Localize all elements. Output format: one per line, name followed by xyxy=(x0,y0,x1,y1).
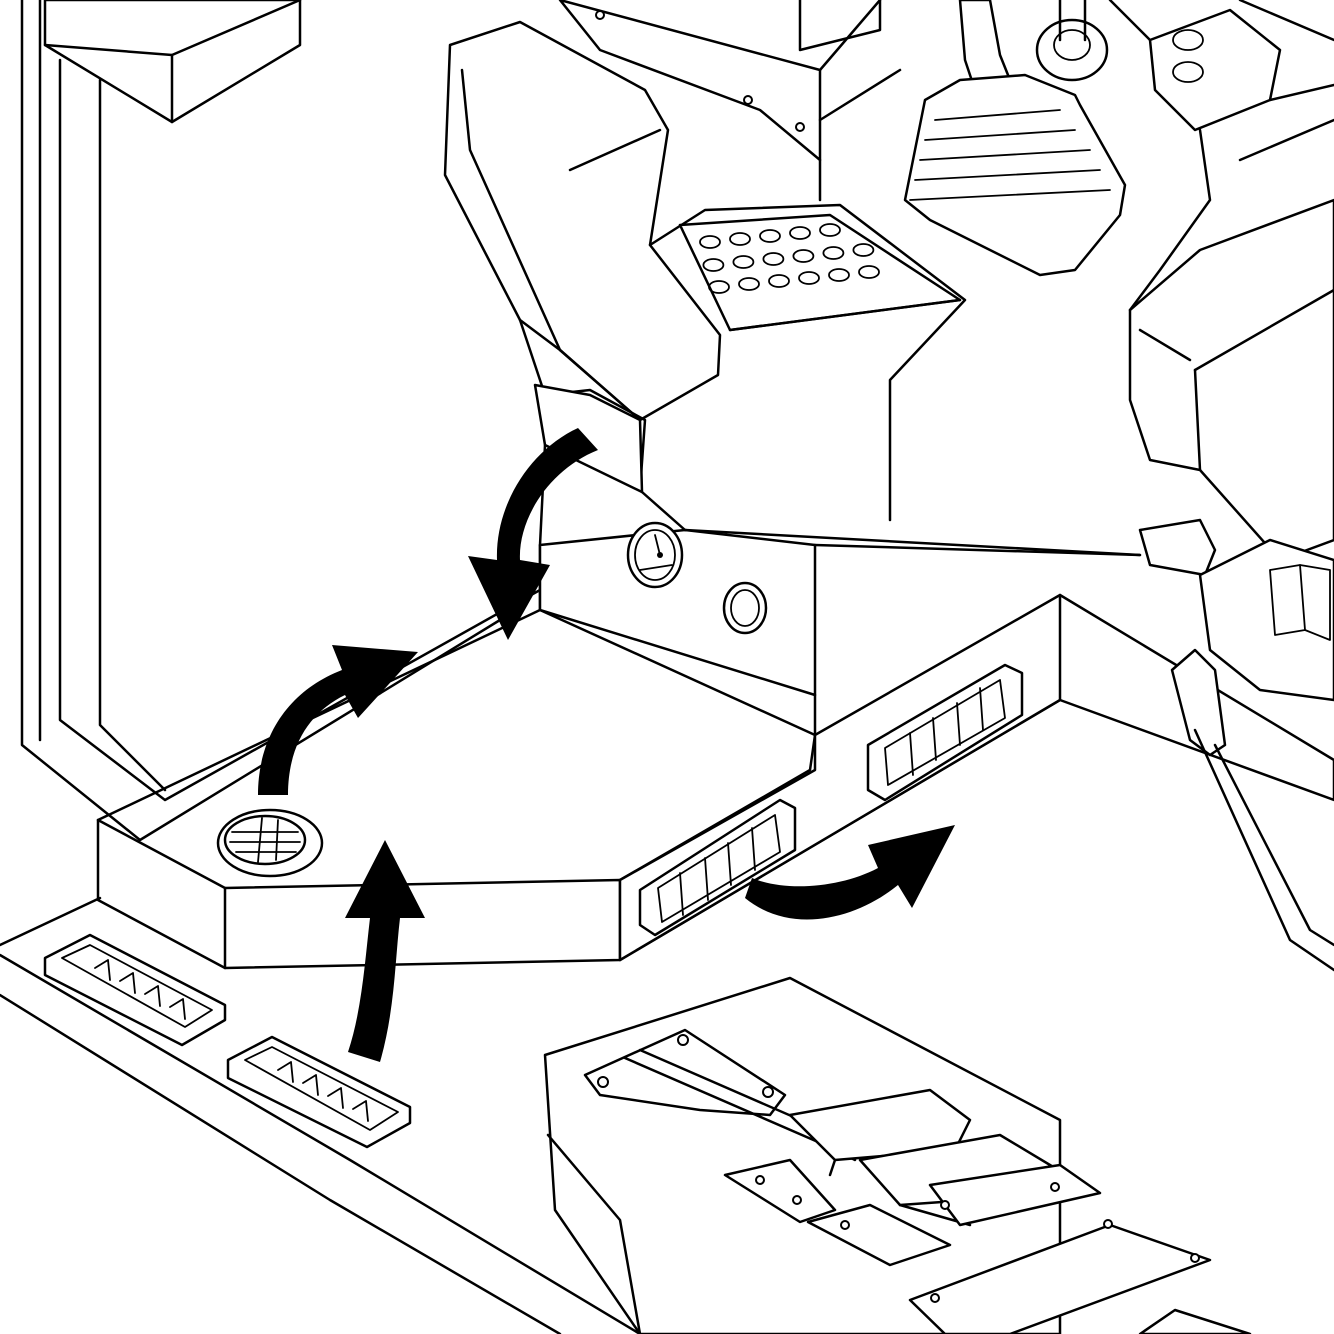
perforation-hole xyxy=(768,274,790,288)
perforation-hole xyxy=(819,223,841,237)
floor-plate-right xyxy=(908,1219,1252,1334)
perforation-hole xyxy=(729,232,751,246)
floor-vent-left[interactable] xyxy=(43,933,227,1047)
perforation-hole xyxy=(828,268,850,282)
joystick[interactable] xyxy=(903,0,1127,277)
side-vent-lower[interactable] xyxy=(638,798,797,937)
airflow-arrow-round-vent-up xyxy=(258,645,418,795)
perforation-hole xyxy=(699,235,721,249)
seat-cushion xyxy=(1128,198,1334,562)
airflow-arrow-side-vent-right xyxy=(745,825,955,920)
right-console-block xyxy=(618,593,1334,962)
seat-side-controls xyxy=(1138,518,1334,972)
perforation-hole xyxy=(732,255,755,269)
perforation-hole xyxy=(708,280,730,294)
perforated-floor-plate xyxy=(678,213,962,332)
perforation-hole xyxy=(852,243,875,257)
pedestal-round-port-icon xyxy=(722,581,768,635)
perforation-hole xyxy=(738,277,760,291)
round-vent[interactable] xyxy=(216,808,324,878)
upper-dash-panel xyxy=(558,0,902,202)
pillar-header-box xyxy=(43,0,302,124)
perforation-hole xyxy=(822,246,845,260)
perforation-hole xyxy=(762,252,785,266)
perforation-hole xyxy=(798,271,820,285)
perforation-hole xyxy=(792,249,815,263)
perforation-hole xyxy=(858,265,880,279)
perforation-hole xyxy=(789,226,811,240)
right-console-top xyxy=(1108,0,1334,312)
airflow-arrow-pillar-down xyxy=(468,428,598,640)
floor-vent-right[interactable] xyxy=(226,1035,412,1149)
perforation-hole xyxy=(759,229,781,243)
side-vent-upper[interactable] xyxy=(866,663,1024,802)
pedal-mount-plates xyxy=(723,1158,1102,1267)
brake-pedal[interactable] xyxy=(788,1088,972,1177)
airflow-arrow-floor-vent-up xyxy=(345,840,425,1062)
pedestal-gauge-icon xyxy=(626,521,684,589)
perforation-hole xyxy=(702,258,725,272)
left-armrest xyxy=(443,20,967,547)
